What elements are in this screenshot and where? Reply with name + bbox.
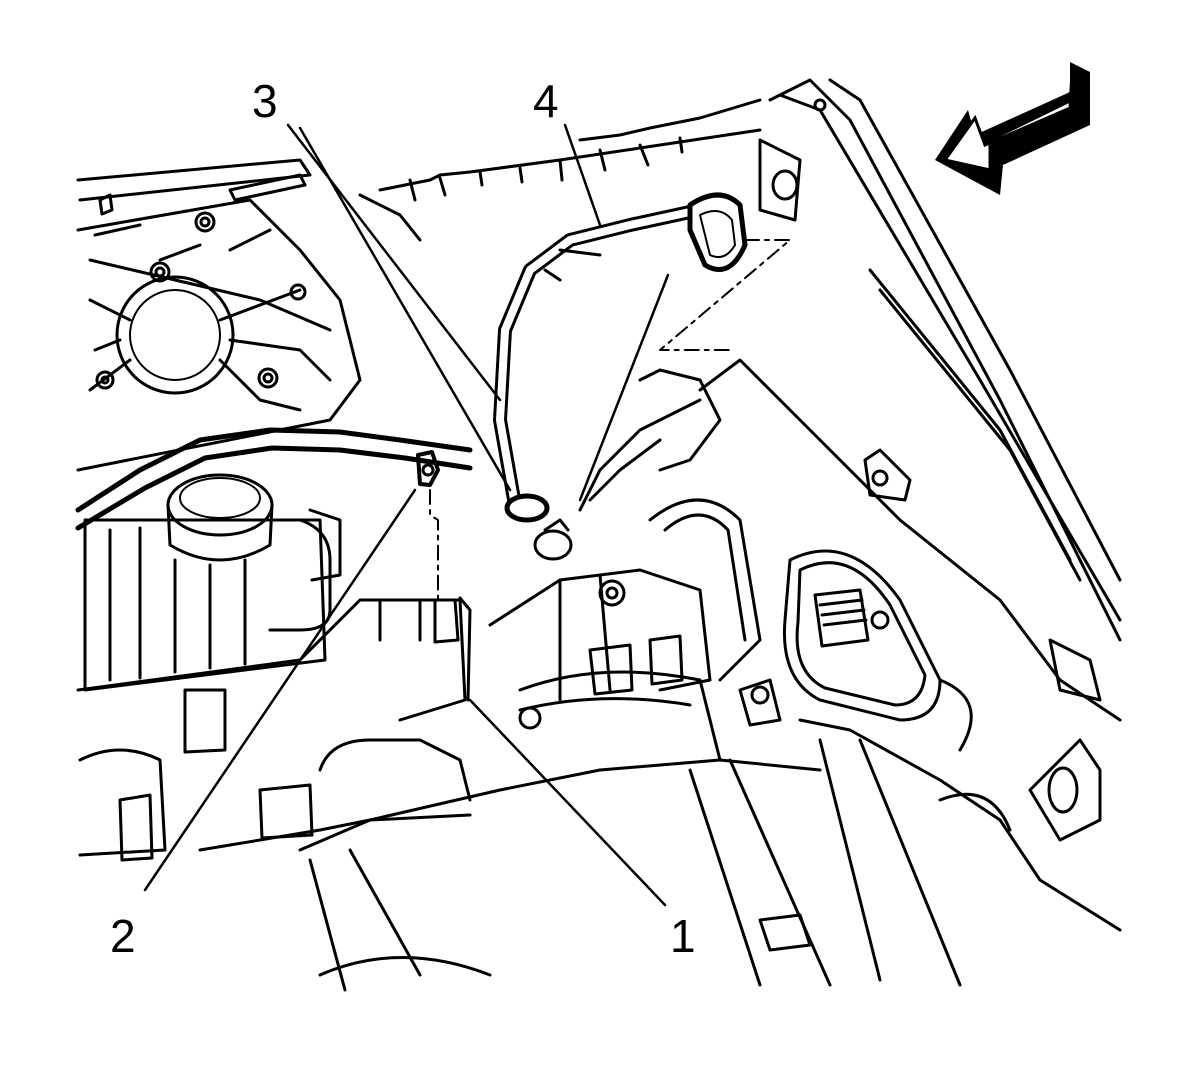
engine-assembly-left bbox=[76, 158, 362, 472]
callout-label-4: 4 bbox=[533, 75, 559, 127]
dashed-leaders bbox=[429, 239, 791, 601]
right-lower-components bbox=[638, 368, 1122, 987]
clip-2 bbox=[416, 450, 440, 487]
oval-panel bbox=[782, 549, 973, 752]
callout-label-2: 2 bbox=[110, 910, 136, 962]
air-intake-duct bbox=[298, 670, 832, 992]
callout-label-3: 3 bbox=[252, 75, 278, 127]
view-direction-arrow-icon bbox=[935, 62, 1090, 195]
vent-hose-4 bbox=[493, 192, 748, 523]
callout-label-1: 1 bbox=[670, 910, 696, 962]
callout-leaders bbox=[143, 123, 670, 907]
center-bracket bbox=[488, 398, 712, 730]
bracket-1 bbox=[433, 596, 472, 702]
lower-left-components bbox=[76, 598, 472, 862]
firewall bbox=[358, 98, 762, 242]
coolant-reservoir bbox=[83, 473, 342, 692]
fender-and-cowl bbox=[698, 78, 1122, 842]
wiring-harness bbox=[75, 427, 473, 531]
